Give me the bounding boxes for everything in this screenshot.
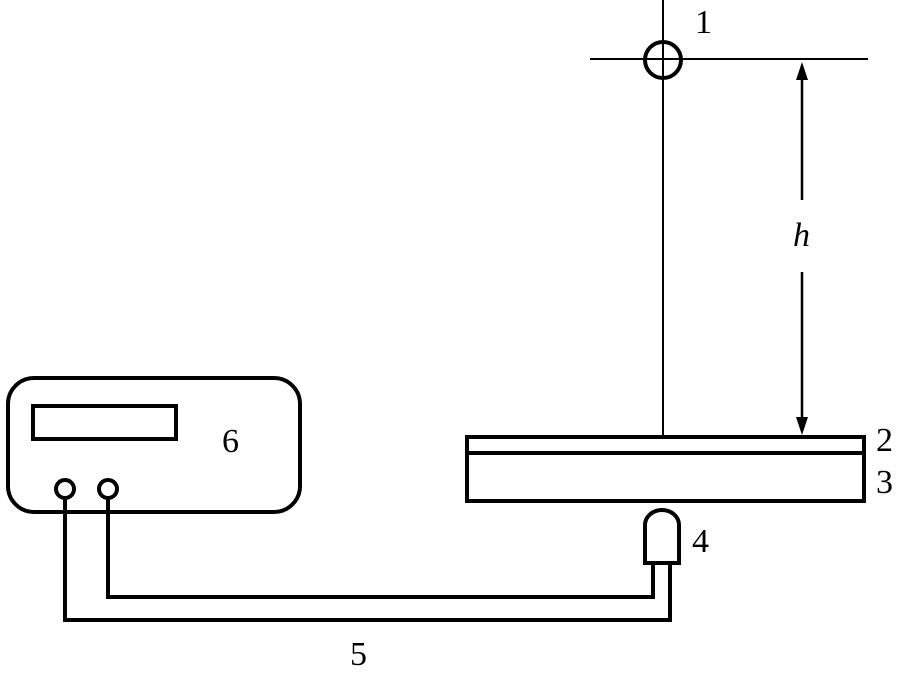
meter-label: 6 bbox=[222, 423, 239, 460]
plate-label: 3 bbox=[876, 464, 893, 501]
sensor-label: 4 bbox=[692, 523, 709, 560]
height-arrow-head-bottom bbox=[796, 417, 808, 435]
meter-display bbox=[31, 404, 178, 441]
cable-label: 5 bbox=[350, 636, 367, 673]
height-arrow-head-top bbox=[796, 62, 808, 80]
sensor bbox=[643, 508, 681, 565]
height-label: h bbox=[793, 217, 810, 254]
meter-terminal-right bbox=[97, 478, 119, 500]
meter-body bbox=[6, 376, 302, 514]
plate-body bbox=[465, 435, 866, 503]
meter-terminal-left bbox=[54, 478, 76, 500]
cable-outer-wire bbox=[63, 498, 672, 622]
ball bbox=[643, 40, 683, 80]
ball-label: 1 bbox=[695, 4, 712, 41]
cable-inner-wire bbox=[106, 498, 655, 599]
top-layer-label: 2 bbox=[876, 422, 893, 459]
